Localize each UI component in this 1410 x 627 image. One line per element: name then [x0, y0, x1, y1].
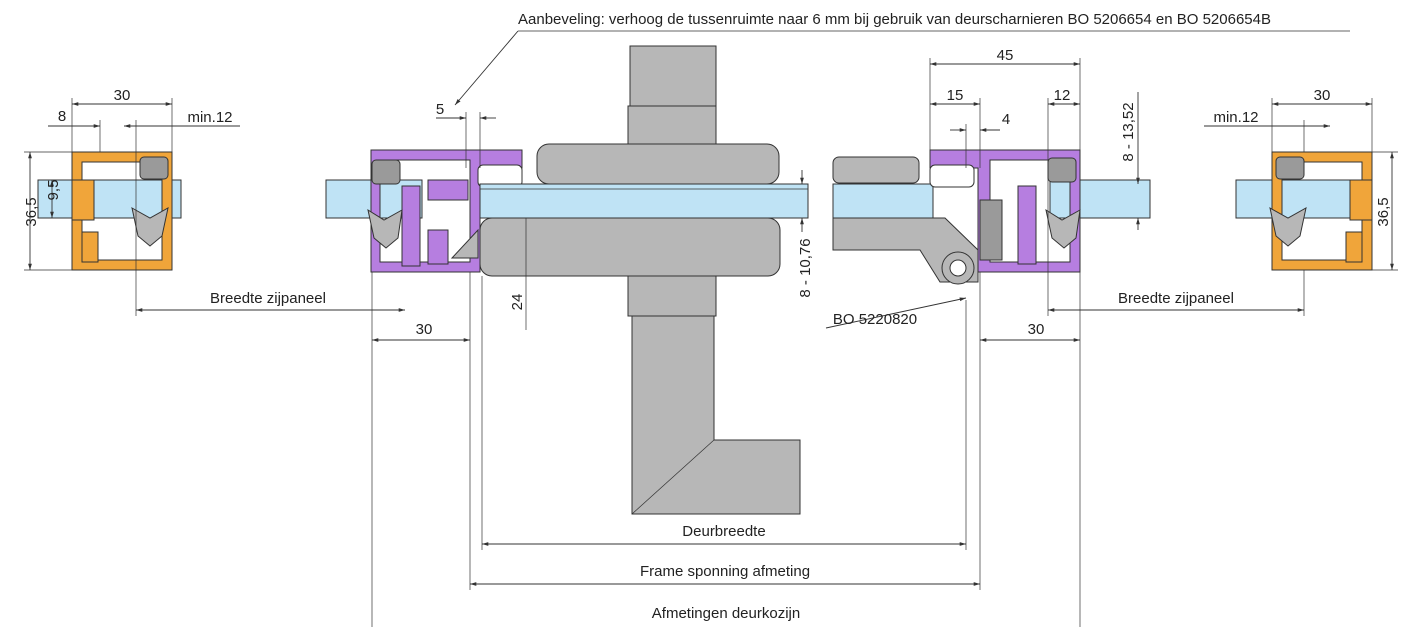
recommendation-leader	[454, 30, 519, 106]
left-side-glass	[37, 179, 182, 219]
dim-gap-5: 5	[436, 101, 444, 118]
label-door-width: Deurbreedte	[682, 523, 765, 540]
dim-left-frame-30: 30	[416, 321, 433, 338]
dim-right-36-5: 36,5	[1375, 197, 1392, 226]
dim-left-36-5: 36,5	[23, 197, 40, 226]
dim-left-9-5: 9,5	[45, 180, 62, 201]
door-glass	[479, 183, 809, 219]
dim-right-glass-range: 8 - 13,52	[1120, 102, 1137, 161]
upper-clamp	[536, 143, 780, 185]
dim-right-min12: min.12	[1213, 109, 1258, 126]
lower-clamp	[479, 217, 781, 277]
right-door-glass	[832, 183, 934, 219]
label-hinge-part: BO 5220820	[833, 311, 917, 328]
door-assembly	[479, 45, 809, 515]
dim-glass-range: 8 - 10,76	[797, 238, 814, 297]
dim-12: 12	[1054, 87, 1071, 104]
dim-depth-24: 24	[509, 294, 526, 311]
dim-right-frame-30: 30	[1028, 321, 1045, 338]
label-side-panel-width-right: Breedte zijpaneel	[1118, 290, 1234, 307]
dim-left-30: 30	[114, 87, 131, 104]
hinge-assembly	[832, 156, 979, 285]
right-side-panel-profile	[1235, 151, 1373, 271]
left-side-panel-profile	[37, 151, 182, 271]
right-fixed-glass	[1049, 179, 1151, 219]
dim-left-min12: min.12	[187, 109, 232, 126]
recommendation-note: Aanbeveling: verhoog de tussenruimte naa…	[518, 11, 1271, 28]
right-frame-seal	[979, 199, 1003, 261]
left-door-frame-profile	[325, 149, 523, 273]
upper-handle-bar	[629, 45, 717, 107]
dim-15: 15	[947, 87, 964, 104]
dim-left-8: 8	[58, 108, 66, 125]
label-frame-rebate: Frame sponning afmeting	[640, 563, 810, 580]
dim-4: 4	[1002, 111, 1010, 128]
dim-45: 45	[997, 47, 1014, 64]
right-door-frame-profile	[929, 149, 1151, 273]
label-door-frame-dims: Afmetingen deurkozijn	[652, 605, 800, 622]
dim-right-30: 30	[1314, 87, 1331, 104]
label-side-panel-width-left: Breedte zijpaneel	[210, 290, 326, 307]
lower-handle-bar	[631, 315, 801, 515]
